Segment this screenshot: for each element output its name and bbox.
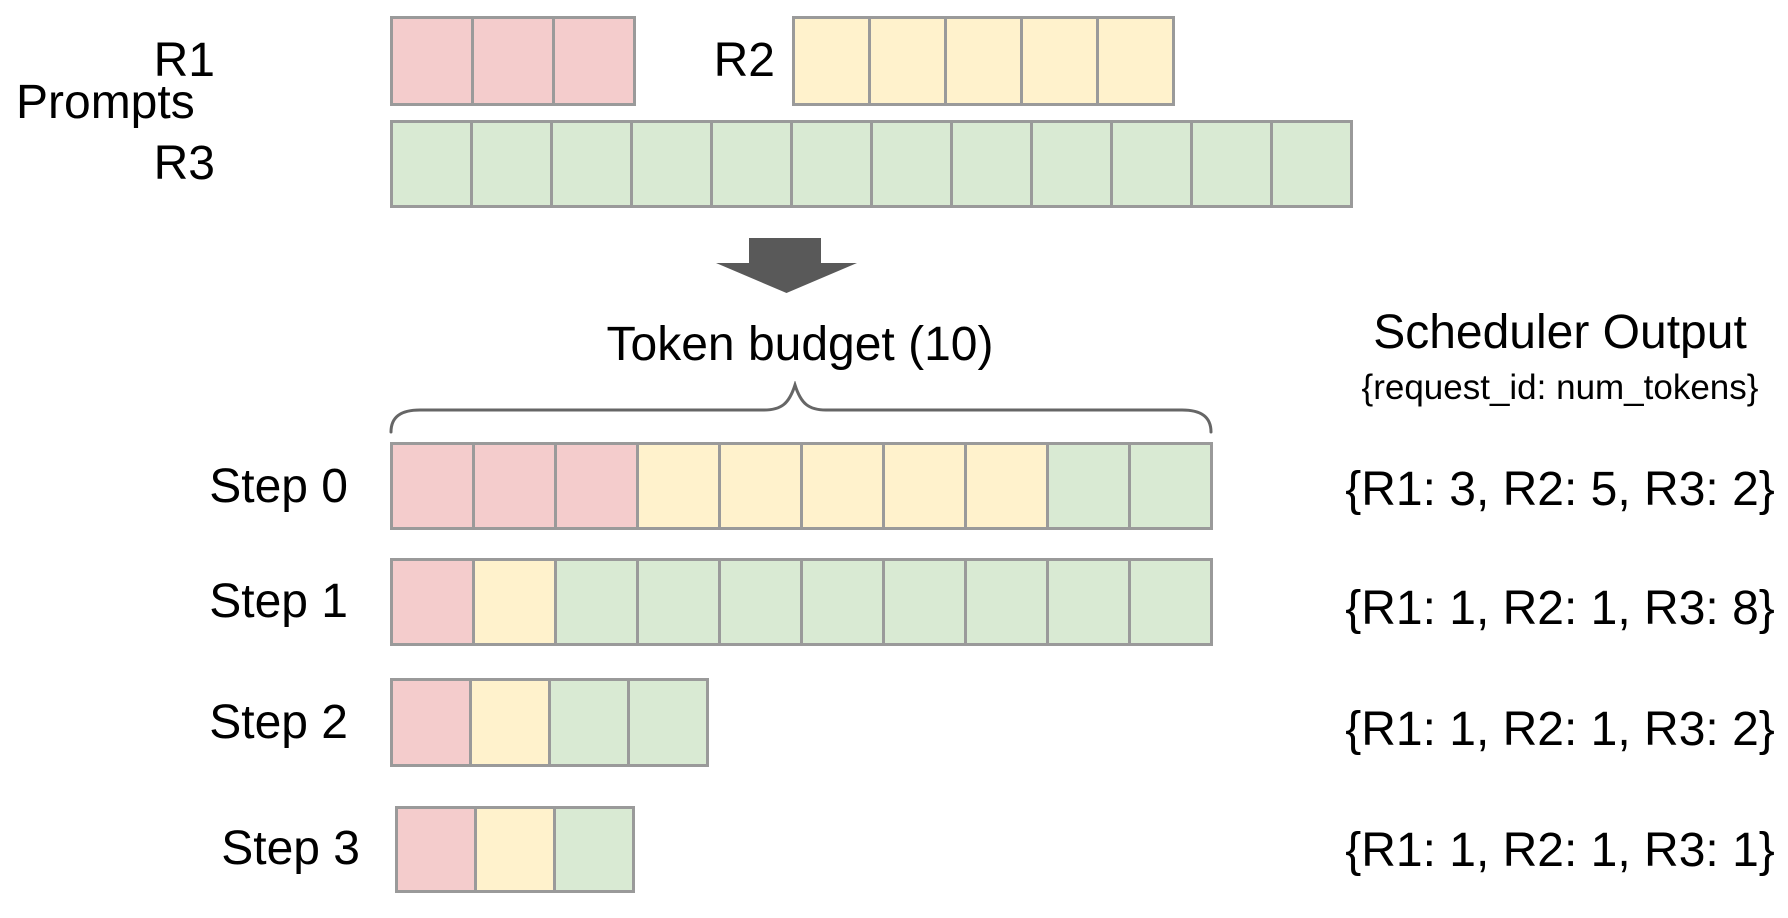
step-0-output: {R1: 3, R2: 5, R3: 2}	[1345, 463, 1775, 516]
token-cell-r2	[1020, 19, 1096, 103]
token-cell-r1	[393, 561, 472, 643]
token-cell-r3	[718, 561, 800, 643]
prompt-label-r1: R1	[153, 34, 215, 87]
token-cell-r3	[636, 561, 718, 643]
token-cell-r3	[950, 123, 1030, 205]
token-cell-r3	[393, 123, 470, 205]
token-cell-r3	[550, 123, 630, 205]
token-cell-r3	[710, 123, 790, 205]
token-cell-r2	[636, 445, 718, 527]
token-cell-r2	[868, 19, 944, 103]
token-cell-r2	[882, 445, 964, 527]
step-3-output: {R1: 1, R2: 1, R3: 1}	[1345, 824, 1775, 877]
token-cell-r1	[398, 809, 474, 890]
step-2-output: {R1: 1, R2: 1, R3: 2}	[1345, 703, 1775, 756]
scheduler-output-subtitle: {request_id: num_tokens}	[1361, 368, 1759, 407]
prompt-row-r1-cells	[390, 16, 636, 106]
token-cell-r3	[553, 809, 632, 890]
token-cell-r3	[548, 681, 627, 764]
step-1-cells	[390, 558, 1213, 646]
token-cell-r3	[1110, 123, 1190, 205]
step-0-cells	[390, 442, 1213, 530]
token-cell-r1	[472, 445, 554, 527]
step-1-output: {R1: 1, R2: 1, R3: 8}	[1345, 582, 1775, 635]
prompt-label-r2: R2	[713, 34, 775, 87]
token-cell-r2	[718, 445, 800, 527]
step-2-label: Step 2	[209, 696, 348, 749]
token-cell-r3	[1046, 561, 1128, 643]
token-cell-r1	[393, 19, 471, 103]
step-3-label: Step 3	[221, 822, 360, 875]
token-cell-r1	[471, 19, 552, 103]
step-3-cells	[395, 806, 635, 893]
token-cell-r3	[1190, 123, 1270, 205]
prompts-section-label: Prompts	[16, 76, 195, 129]
token-cell-r3	[630, 123, 710, 205]
token-cell-r2	[472, 561, 554, 643]
token-cell-r2	[964, 445, 1046, 527]
step-1-label: Step 1	[209, 575, 348, 628]
token-cell-r3	[470, 123, 550, 205]
token-cell-r1	[552, 19, 633, 103]
token-cell-r3	[1046, 445, 1128, 527]
prompt-label-r3: R3	[153, 137, 215, 190]
token-cell-r3	[790, 123, 870, 205]
token-cell-r3	[800, 561, 882, 643]
token-cell-r2	[474, 809, 553, 890]
token-cell-r3	[627, 681, 706, 764]
prompt-row-r2-cells	[792, 16, 1175, 106]
token-cell-r2	[469, 681, 548, 764]
token-cell-r2	[1096, 19, 1172, 103]
down-arrow-icon	[716, 238, 857, 293]
token-budget-title: Token budget (10)	[606, 318, 994, 371]
token-cell-r2	[944, 19, 1020, 103]
token-budget-brace	[389, 381, 1213, 434]
token-cell-r3	[554, 561, 636, 643]
token-cell-r3	[1030, 123, 1110, 205]
step-0-label: Step 0	[209, 460, 348, 513]
token-cell-r2	[800, 445, 882, 527]
prompt-row-r3-cells	[390, 120, 1353, 208]
token-cell-r1	[554, 445, 636, 527]
token-cell-r2	[795, 19, 868, 103]
token-cell-r3	[870, 123, 950, 205]
token-cell-r1	[393, 445, 472, 527]
step-2-cells	[390, 678, 709, 767]
token-cell-r3	[1128, 561, 1210, 643]
token-cell-r3	[1270, 123, 1350, 205]
token-cell-r3	[964, 561, 1046, 643]
token-cell-r3	[882, 561, 964, 643]
token-cell-r3	[1128, 445, 1210, 527]
token-cell-r1	[393, 681, 469, 764]
scheduler-output-title: Scheduler Output	[1373, 306, 1747, 359]
